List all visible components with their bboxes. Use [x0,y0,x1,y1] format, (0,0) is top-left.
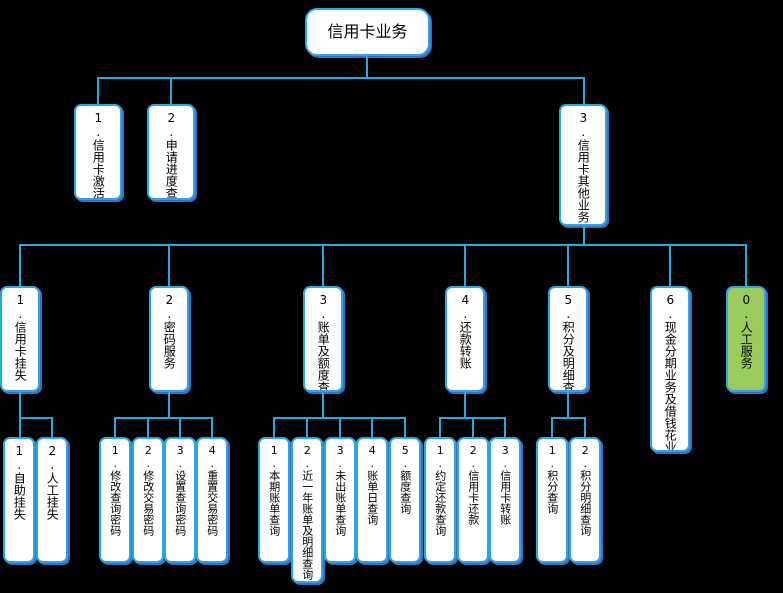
node-label: 5.积分及明细查询 [561,293,576,392]
node-label: 3.未出账单查询 [333,444,347,536]
node-label: 1.信用卡激活 [91,111,106,199]
connector-drop-level3-5 [567,244,569,286]
connector-drop-level3-6 [669,244,671,286]
connector-stem-zhangdan [322,392,324,417]
connector-stem-mima [168,392,170,417]
node-label: 4.账单日查询 [365,444,379,525]
node-billing-date-query[interactable]: 4.账单日查询 [356,437,388,563]
node-other-credit-card-business[interactable]: 3.信用卡其他业务 [559,104,607,226]
node-current-bill-query[interactable]: 1.本期账单查询 [258,437,290,563]
connector-drop-huankuan-1 [439,417,441,437]
node-credit-card-activation[interactable]: 1.信用卡激活 [74,104,122,200]
node-label: 2.密码服务 [162,293,177,369]
connector-drop-level2-1 [97,77,99,104]
node-label: 6.现金分期业务及借钱花业务 [663,293,678,452]
connector-drop-jifen-2 [584,417,586,437]
connector-level3-bus [19,244,745,246]
connector-bus-jifen [551,417,584,419]
node-label: 1.本期账单查询 [267,444,281,536]
connector-level2-bus [97,77,585,79]
connector-drop-zhangdan-2 [306,417,308,437]
node-points-query[interactable]: 1.积分查询 [536,437,568,563]
connector-bus-guashi [19,417,51,419]
node-label: 信用卡业务 [327,21,408,41]
connector-stem-huankuan [464,392,466,417]
node-set-query-password[interactable]: 3.设置查询密码 [164,437,196,563]
connector-drop-mima-2 [147,417,149,437]
node-one-year-bill-and-detail-query[interactable]: 2.近一年账单及明细查询 [291,437,323,583]
connector-bus-zhangdan [273,417,404,419]
node-root-credit-card-business[interactable]: 信用卡业务 [305,8,430,56]
node-label: 3.信用卡其他业务 [576,111,591,223]
node-label: 3.设置查询密码 [173,444,187,536]
connector-drop-mima-1 [114,417,116,437]
node-label: 5.额度查询 [398,444,412,514]
node-change-transaction-password[interactable]: 2.修改交易密码 [132,437,164,563]
connector-drop-guashi-1 [19,417,21,437]
connector-root-stem [366,56,368,79]
connector-drop-huankuan-3 [504,417,506,437]
connector-drop-zhangdan-4 [371,417,373,437]
connector-drop-huankuan-2 [472,417,474,437]
node-password-service[interactable]: 2.密码服务 [149,286,189,392]
node-manual-loss-report[interactable]: 2.人工挂失 [36,437,68,563]
connector-bus-mima [114,417,212,419]
node-label: 1.积分查询 [545,444,559,514]
node-repayment-transfer[interactable]: 4.还款转账 [445,286,485,392]
connector-drop-guashi-2 [51,417,53,437]
connector-level3-stem [583,226,585,246]
node-label: 2.申请进度查询 [164,111,179,200]
connector-drop-level3-2 [168,244,170,286]
connector-drop-level3-7 [745,244,747,286]
connector-drop-level2-3 [583,77,585,104]
node-card-loss-report[interactable]: 1.信用卡挂失 [0,286,40,392]
node-bill-and-limit-query[interactable]: 3.账单及额度查询 [303,286,343,392]
node-label: 3.信用卡转账 [498,444,512,525]
node-application-progress-query[interactable]: 2.申请进度查询 [147,104,195,200]
node-label: 0.人工服务 [739,293,754,369]
node-manual-service[interactable]: 0.人工服务 [726,286,766,392]
node-change-query-password[interactable]: 1.修改查询密码 [99,437,131,563]
node-credit-limit-query[interactable]: 5.额度查询 [389,437,421,563]
node-label: 2.积分明细查询 [578,444,592,536]
node-self-service-loss-report[interactable]: 1.自助挂失 [3,437,35,563]
node-label: 2.近一年账单及明细查询 [300,444,314,580]
node-cash-installment-and-loan-business[interactable]: 6.现金分期业务及借钱花业务 [650,286,690,452]
node-points-detail-query[interactable]: 2.积分明细查询 [569,437,601,563]
node-label: 2.修改交易密码 [141,444,155,536]
node-label: 4.还款转账 [458,293,473,369]
node-label: 1.自助挂失 [12,444,27,520]
node-label: 4.重置交易密码 [205,444,219,536]
connector-drop-level3-1 [19,244,21,286]
node-points-and-detail-query[interactable]: 5.积分及明细查询 [548,286,588,392]
connector-drop-zhangdan-3 [339,417,341,437]
connector-drop-level3-3 [322,244,324,286]
node-credit-card-transfer[interactable]: 3.信用卡转账 [489,437,521,563]
connector-stem-jifen [567,392,569,417]
node-label: 1.信用卡挂失 [13,293,28,381]
node-unbilled-query[interactable]: 3.未出账单查询 [324,437,356,563]
node-label: 3.账单及额度查询 [316,293,331,392]
connector-drop-zhangdan-1 [273,417,275,437]
node-label: 1.约定还款查询 [433,444,447,536]
node-reset-transaction-password[interactable]: 4.重置交易密码 [196,437,228,563]
node-label: 1.修改查询密码 [108,444,122,536]
node-agreed-repayment-query[interactable]: 1.约定还款查询 [424,437,456,563]
node-label: 2.人工挂失 [45,444,60,520]
connector-drop-mima-3 [179,417,181,437]
connector-drop-jifen-1 [551,417,553,437]
connector-drop-mima-4 [211,417,213,437]
node-label: 2.信用卡还款 [466,444,480,525]
connector-stem-guashi [19,392,21,417]
connector-drop-level2-2 [170,77,172,104]
node-credit-card-repayment[interactable]: 2.信用卡还款 [457,437,489,563]
connector-drop-zhangdan-5 [404,417,406,437]
connector-drop-level3-4 [464,244,466,286]
